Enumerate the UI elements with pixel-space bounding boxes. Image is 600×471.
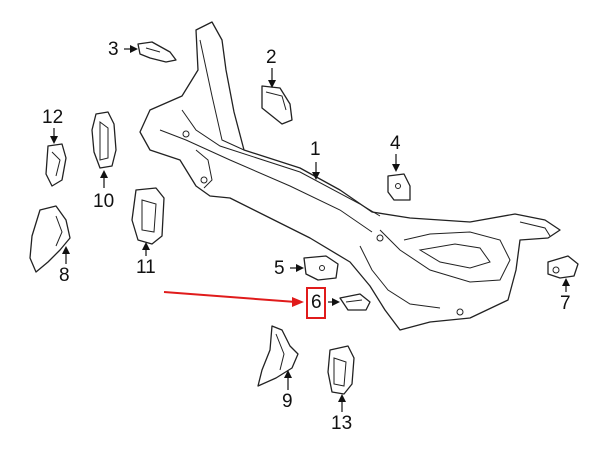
part-8-deflector xyxy=(29,205,71,273)
part-5-bracket xyxy=(303,255,339,281)
part-10-air-guide xyxy=(91,111,117,169)
callout-3: 3 xyxy=(108,39,119,60)
callout-9: 9 xyxy=(282,391,293,412)
leader-lines xyxy=(50,45,570,412)
callout-13: 13 xyxy=(331,413,353,434)
part-12-bracket xyxy=(45,143,67,187)
callout-7: 7 xyxy=(560,293,571,314)
callout-1: 1 xyxy=(310,139,321,160)
callout-6: 6 xyxy=(311,292,322,313)
callout-5: 5 xyxy=(274,258,285,279)
callout-6-highlight-box xyxy=(306,287,326,319)
highlight-arrow xyxy=(163,291,304,307)
part-6-bracket xyxy=(339,293,371,311)
callout-11: 11 xyxy=(136,257,156,278)
part-9-panel xyxy=(257,325,299,387)
callout-12: 12 xyxy=(42,107,64,128)
part-3-bracket xyxy=(137,41,177,63)
part-4-bracket xyxy=(387,173,411,201)
part-7-bracket xyxy=(547,255,579,279)
part-2-bracket xyxy=(261,85,293,125)
part-1-radiator-support xyxy=(139,21,561,331)
callout-4: 4 xyxy=(390,133,401,154)
callout-2: 2 xyxy=(266,47,277,68)
part-11-air-guide xyxy=(131,187,165,245)
callout-10: 10 xyxy=(93,191,115,212)
callout-8: 8 xyxy=(59,265,70,286)
part-13-air-guide xyxy=(327,345,355,395)
